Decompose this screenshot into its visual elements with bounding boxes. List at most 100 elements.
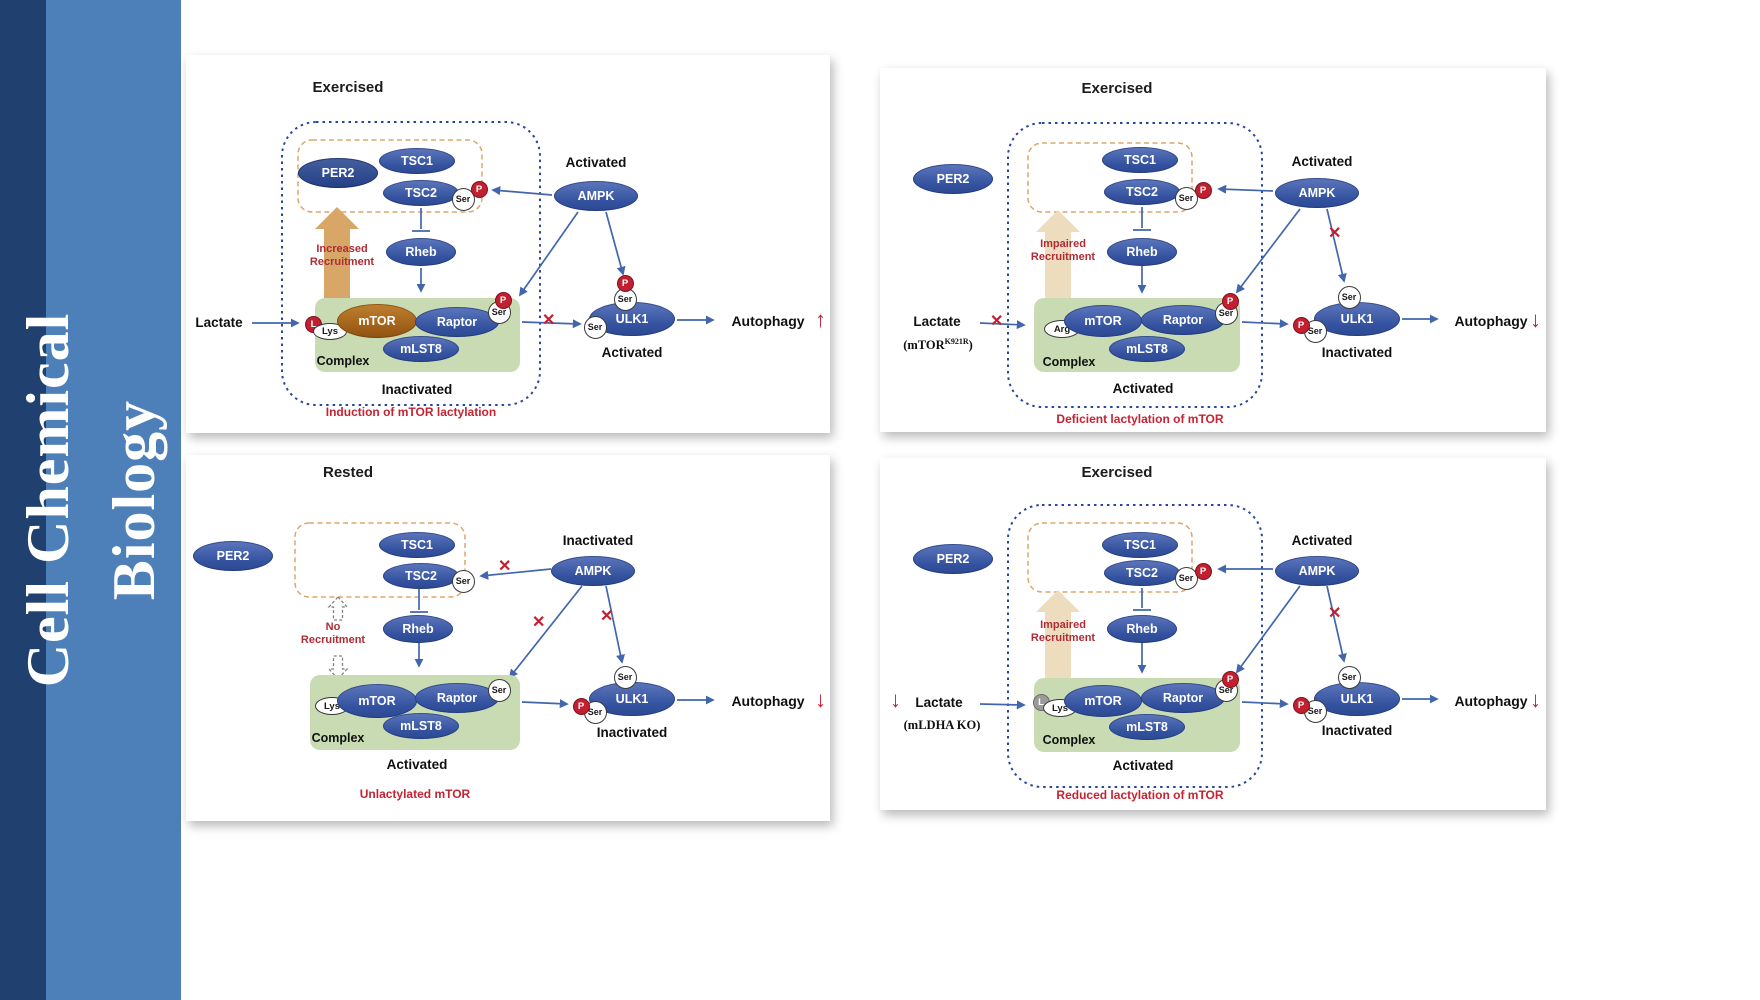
recruitment-label: Increased Recruitment <box>286 243 398 269</box>
journal-title-line2: Biology <box>100 399 167 601</box>
connectors <box>252 186 715 329</box>
recruitment-label-line1: Increased <box>316 243 368 255</box>
mlst8-node: mLST8 <box>383 713 459 739</box>
per2-recruitment-zone <box>1027 142 1193 213</box>
autophagy-label: Autophagy <box>731 313 805 329</box>
connectors <box>410 568 715 709</box>
ampk-state-label: Activated <box>1291 533 1353 548</box>
mlst8-node: mLST8 <box>1109 714 1185 740</box>
panel-rested-unlactylated: Rested PER2 TSC1 TSC2 Ser ✕ Inactivated … <box>186 455 830 821</box>
phospho-badge: P <box>1221 292 1239 310</box>
ser-residue-badge: Ser <box>1174 566 1198 590</box>
mtor-node: mTOR <box>337 684 417 718</box>
panel2-wires <box>979 122 1439 408</box>
tsc2-node: TSC2 <box>1104 560 1180 586</box>
phospho-badge: P <box>1221 670 1239 688</box>
raptor-node: Raptor <box>1141 305 1225 335</box>
complex-label: Complex <box>316 354 370 368</box>
panel-exercised-induction: Exercised PER2 TSC1 TSC2 Ser P Activated… <box>186 55 830 433</box>
autophagy-up-icon: ↑ <box>815 307 826 332</box>
phospho-badge: P <box>494 291 512 309</box>
recruitment-label: Impaired Recruitment <box>1006 619 1120 645</box>
recruitment-label: Impaired Recruitment <box>1006 238 1120 264</box>
mtor-node: mTOR <box>1064 305 1142 337</box>
panel4-condition-title: Exercised <box>1081 464 1153 481</box>
lactate-label: Lactate <box>913 314 961 329</box>
tsc2-node: TSC2 <box>383 180 459 206</box>
no-recruitment-up-arrow <box>327 596 349 621</box>
recruitment-label-line1: Impaired <box>1040 238 1086 250</box>
phospho-badge: P <box>1194 181 1212 199</box>
journal-title-line1: Cell Chemical <box>14 312 81 688</box>
per2-node: PER2 <box>298 158 378 188</box>
journal-banner-edge <box>0 0 46 1000</box>
blocked-x-icon: ✕ <box>542 312 556 329</box>
blocked-x-icon: ✕ <box>532 614 546 631</box>
panel2-caption: Deficient lactylation of mTOR <box>1056 412 1224 426</box>
panel1-condition-title: Exercised <box>312 79 384 96</box>
blocked-x-icon: ✕ <box>1328 225 1342 242</box>
ser-residue-badge: Ser <box>451 187 475 211</box>
autophagy-down-icon: ↓ <box>1530 687 1541 712</box>
tsc2-node: TSC2 <box>1104 179 1180 205</box>
recruitment-label-line2: Recruitment <box>1030 251 1096 263</box>
rheb-node: Rheb <box>1107 238 1177 266</box>
recruitment-arrow-faded <box>1036 210 1080 300</box>
ampk-state-label: Inactivated <box>562 533 634 548</box>
knockout-label: (mLDHA KO) <box>903 718 981 732</box>
autophagy-down-icon: ↓ <box>815 687 826 712</box>
ser-residue-badge: Ser <box>487 678 511 702</box>
autophagy-label: Autophagy <box>731 693 805 709</box>
panel1-caption: Induction of mTOR lactylation <box>325 405 497 419</box>
recruitment-label-line2: Recruitment <box>309 256 375 268</box>
mlst8-node: mLST8 <box>1109 336 1185 362</box>
blocked-x-icon: ✕ <box>498 558 512 575</box>
autophagy-down-icon: ↓ <box>1530 307 1541 332</box>
blocked-x-icon: ✕ <box>1328 605 1342 622</box>
ulk1-state-label: Inactivated <box>596 725 668 740</box>
ampk-state-label: Activated <box>565 155 627 170</box>
panel1-wires <box>252 121 715 406</box>
ulk1-state-label: Inactivated <box>1321 723 1393 738</box>
panel-exercised-mldha-ko: Exercised PER2 TSC1 TSC2 Ser P Activated… <box>880 458 1546 810</box>
rheb-node: Rheb <box>1107 615 1177 643</box>
mutant-suffix: ) <box>968 338 973 353</box>
raptor-node: Raptor <box>415 683 499 713</box>
ampk-state-label: Activated <box>1291 154 1353 169</box>
rheb-node: Rheb <box>386 238 456 266</box>
complex-state-label: Activated <box>386 757 448 772</box>
rheb-node: Rheb <box>383 615 453 643</box>
autophagy-label: Autophagy <box>1454 693 1528 709</box>
mutant-superscript: K921R <box>944 337 969 346</box>
panel3-caption: Unlactylated mTOR <box>359 787 471 801</box>
journal-banner: Cell Chemical Biology <box>0 0 181 1000</box>
phospho-badge: P <box>1292 316 1310 334</box>
ser-residue-badge: Ser <box>451 569 475 593</box>
complex-label: Complex <box>311 731 365 745</box>
tsc2-node: TSC2 <box>383 563 459 589</box>
complex-label: Complex <box>1042 355 1096 369</box>
complex-state-label: Activated <box>1112 381 1174 396</box>
recruitment-arrow <box>315 207 359 301</box>
panel4-wires <box>979 504 1439 788</box>
panel3-condition-title: Rested <box>322 464 374 481</box>
connectors <box>979 564 1439 710</box>
lactate-reduced-icon: ↓ <box>890 687 901 712</box>
mutant-prefix: (mTOR <box>903 338 945 353</box>
ampk-node: AMPK <box>551 556 635 586</box>
lactate-label: Lactate <box>195 315 243 330</box>
mtor-mutant-label: (mTORK921R) <box>882 337 994 353</box>
tsc1-node: TSC1 <box>379 532 455 558</box>
mlst8-node: mLST8 <box>383 336 459 362</box>
phospho-badge: P <box>616 274 634 292</box>
tsc1-node: TSC1 <box>1102 147 1178 173</box>
exercise-boundary <box>281 121 541 406</box>
recruitment-arrow-faded <box>1036 590 1080 680</box>
blocked-x-icon: ✕ <box>600 608 614 625</box>
phospho-badge: P <box>1292 696 1310 714</box>
tsc1-node: TSC1 <box>1102 532 1178 558</box>
per2-node: PER2 <box>193 541 273 571</box>
ser-residue-badge: Ser <box>583 315 607 339</box>
autophagy-label: Autophagy <box>1454 313 1528 329</box>
recruitment-label-line2: Recruitment <box>1030 632 1096 644</box>
